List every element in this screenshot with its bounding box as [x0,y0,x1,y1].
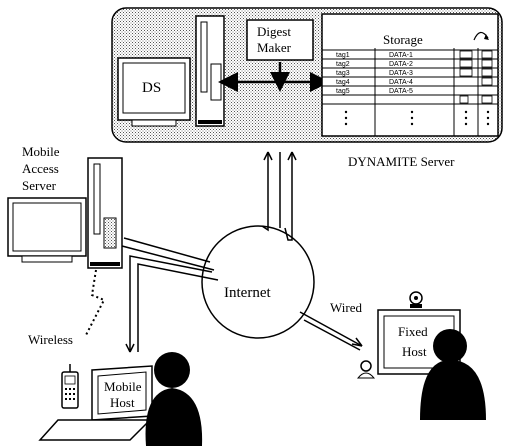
internet-label: Internet [224,285,271,301]
storage-label: Storage [383,32,423,47]
storage-data-3: DATA-3 [389,70,413,77]
thumbnail-icons [459,50,493,104]
digest-arrows [218,62,330,92]
internet-cloud: Internet [201,225,315,339]
dynamite-server: DS Digest Maker Storage [111,7,503,169]
ds-label: DS [142,80,161,96]
mobile-host: Mobile Host [38,352,203,446]
microphone-icon [360,360,372,372]
digest-label-line1: Digest [257,24,291,39]
storage-data-4: DATA-4 [389,79,413,86]
mobile-host-label-line1: Mobile [104,379,142,394]
storage-data-1: DATA-1 [389,52,413,59]
storage-tag-5: tag5 [336,88,350,95]
storage-data-2: DATA-2 [389,61,413,68]
ds-monitor: DS [117,57,191,127]
fixed-host-person-body [420,360,486,420]
storage-tag-4: tag4 [336,79,350,86]
storage-tag-2: tag2 [336,61,350,68]
mas-tower [87,157,123,269]
digest-maker: Digest Maker [246,19,314,61]
fixed-host: Fixed Host [356,291,486,420]
laptop-base [38,419,152,441]
internet-mas-link [121,237,215,271]
wireless-link [85,269,106,336]
mobile-host-person-body [145,388,203,446]
wired-link [299,311,363,351]
mobile-host-person-head [154,352,190,388]
wireless-label: Wireless [28,332,73,347]
mas-label-line1: Mobile [22,144,60,159]
wired-label: Wired [330,300,362,315]
internet-server-links [261,151,297,241]
fixed-host-person-head [433,329,467,363]
mas-label-line2: Access [22,161,59,176]
storage-tag-1: tag1 [336,52,350,59]
internet-mobile-host-link [125,255,219,353]
storage: Storage tag1 DATA-1 tag2 DATA-2 tag3 DAT… [321,13,499,137]
fixed-host-label-line1: Fixed [398,324,428,339]
server-name: DYNAMITE Server [348,154,455,169]
ds-tower [195,15,225,127]
digest-label-line2: Maker [257,40,292,55]
mobile-access-server: Mobile Access Server [7,144,123,269]
continuation-dots [344,110,490,126]
storage-data-5: DATA-5 [389,88,413,95]
fixed-host-label-line2: Host [402,344,427,359]
mobile-host-label-line2: Host [110,395,135,410]
storage-tag-3: tag3 [336,70,350,77]
mas-label-line3: Server [22,178,57,193]
